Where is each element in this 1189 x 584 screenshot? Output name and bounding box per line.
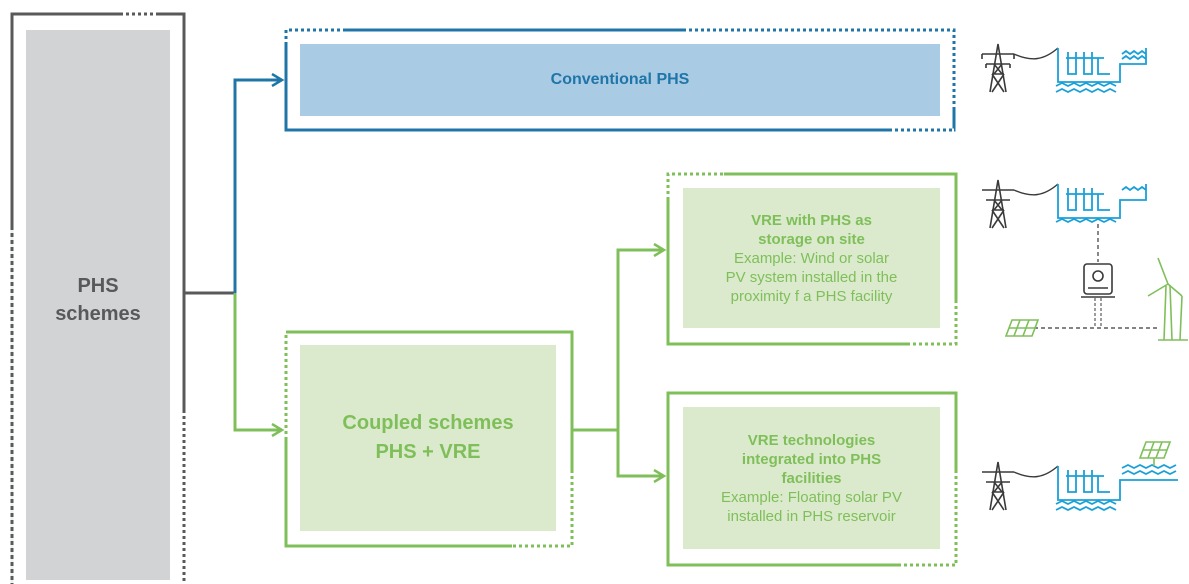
vre-integrated-box bbox=[666, 391, 958, 567]
solar-panel-icon bbox=[1004, 319, 1040, 337]
vre-integrated-fill bbox=[683, 407, 940, 549]
phs-schemes-line1: PHS bbox=[77, 275, 119, 297]
vre-onsite-title1: VRE with PHS as bbox=[751, 211, 872, 229]
hydro-dam-icon bbox=[1055, 463, 1178, 512]
phs-schemes-label: PHS schemes bbox=[26, 260, 170, 340]
vre-integrated-title1: VRE technologies bbox=[747, 431, 876, 449]
power-line bbox=[1013, 47, 1059, 60]
vre-integrated-icons bbox=[982, 441, 1178, 512]
vre-integrated-title3: facilities bbox=[781, 469, 842, 487]
transmission-tower-icon bbox=[982, 461, 1014, 511]
transmission-tower-icon bbox=[982, 179, 1014, 229]
conventional-icons bbox=[981, 43, 1147, 94]
vre-integrated-body2: installed in PHS reservoir bbox=[727, 507, 896, 525]
phs-schemes-frame bbox=[10, 12, 186, 584]
coupled-schemes-label: Coupled schemes PHS + VRE bbox=[300, 345, 556, 531]
dashed-link bbox=[1094, 298, 1102, 328]
phs-schemes-fill bbox=[26, 30, 170, 580]
power-line bbox=[1013, 183, 1059, 196]
transmission-tower-icon bbox=[981, 43, 1015, 93]
vre-onsite-box bbox=[666, 172, 958, 346]
vre-onsite-icons bbox=[982, 179, 1188, 341]
vre-onsite-fill bbox=[683, 188, 940, 328]
conventional-phs-fill bbox=[300, 44, 940, 116]
arrow-to-vre-onsite bbox=[616, 250, 664, 430]
hydro-dam-icon bbox=[1055, 184, 1147, 224]
connector-lines bbox=[184, 80, 664, 476]
conventional-phs-text: Conventional PHS bbox=[550, 71, 690, 88]
arrow-to-conventional bbox=[233, 80, 282, 293]
coupled-schemes-fill bbox=[300, 345, 556, 531]
wind-turbine-icon bbox=[1147, 257, 1188, 341]
conventional-phs-label: Conventional PHS bbox=[300, 44, 940, 116]
vre-onsite-body2: PV system installed in the bbox=[725, 268, 898, 286]
inverter-icon bbox=[1081, 263, 1115, 298]
arrow-to-vre-integrated bbox=[616, 430, 664, 476]
power-line bbox=[1013, 465, 1059, 478]
solar-panel-icon bbox=[1138, 441, 1172, 466]
vre-onsite-body1: Example: Wind or solar bbox=[733, 249, 890, 267]
arrow-to-coupled bbox=[233, 293, 282, 430]
coupled-schemes-line1: Coupled schemes bbox=[342, 412, 514, 434]
coupled-schemes-box bbox=[284, 330, 574, 548]
hydro-dam-icon bbox=[1055, 48, 1147, 94]
conventional-phs-box bbox=[284, 28, 956, 132]
vre-integrated-title2: integrated into PHS bbox=[741, 450, 882, 468]
phs-schemes-line2: schemes bbox=[55, 303, 141, 325]
vre-integrated-label: VRE technologies integrated into PHS fac… bbox=[683, 407, 940, 549]
vre-onsite-body3: proximity f a PHS facility bbox=[730, 287, 893, 305]
coupled-schemes-line2: PHS + VRE bbox=[375, 441, 481, 463]
vre-onsite-title2: storage on site bbox=[758, 230, 865, 248]
vre-onsite-label: VRE with PHS as storage on site Example:… bbox=[683, 188, 940, 328]
vre-integrated-body1: Example: Floating solar PV bbox=[721, 488, 902, 506]
